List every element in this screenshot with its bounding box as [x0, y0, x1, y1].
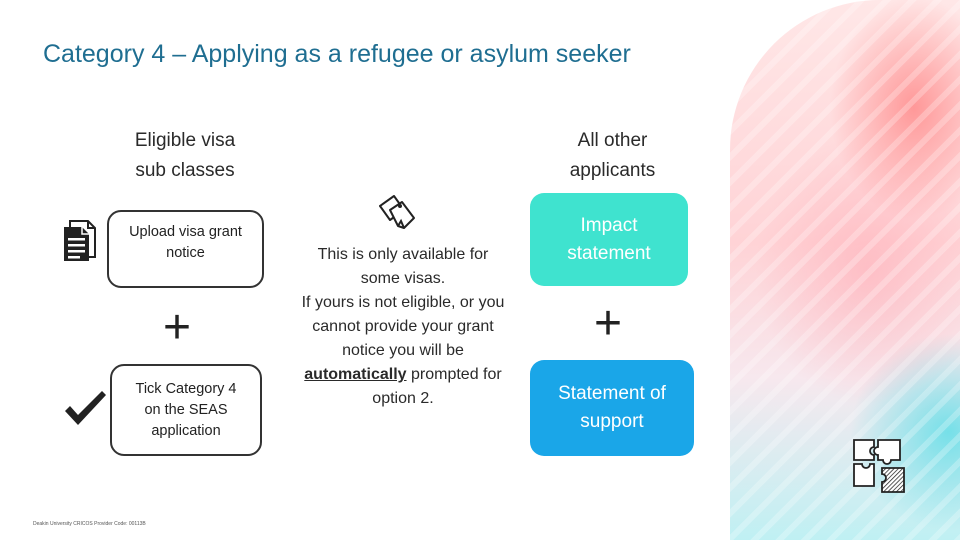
- note-line-2: If yours is not eligible, or you cannot …: [301, 294, 505, 359]
- footer-cricos: Deakin University CRICOS Provider Code: …: [33, 521, 146, 527]
- slide-title: Category 4 – Applying as a refugee or as…: [43, 40, 631, 68]
- note-line-1: This is only available for some visas.: [317, 246, 489, 287]
- sticky-notes-icon: [379, 195, 415, 229]
- note-emphasis: automatically: [304, 366, 407, 383]
- upload-visa-grant-notice-box: Upload visa grant notice: [107, 210, 264, 288]
- plus-sign-left: +: [163, 301, 192, 354]
- impact-statement-box: Impact statement: [530, 193, 688, 286]
- tick-category-4-box: Tick Category 4 on the SEAS application: [110, 364, 262, 456]
- left-column-heading: Eligible visa sub classes: [134, 130, 236, 181]
- puzzle-icon: [853, 439, 905, 493]
- document-icon: [64, 220, 96, 261]
- eligibility-note: This is only available for some visas. I…: [298, 243, 508, 411]
- statement-of-support-box: Statement of support: [530, 360, 694, 456]
- checkmark-icon: [65, 391, 106, 425]
- right-column-heading: All other applicants: [569, 130, 656, 181]
- note-line-3: prompted for option 2.: [372, 366, 502, 407]
- decorative-background-art: [730, 0, 960, 540]
- plus-sign-right: +: [594, 297, 623, 350]
